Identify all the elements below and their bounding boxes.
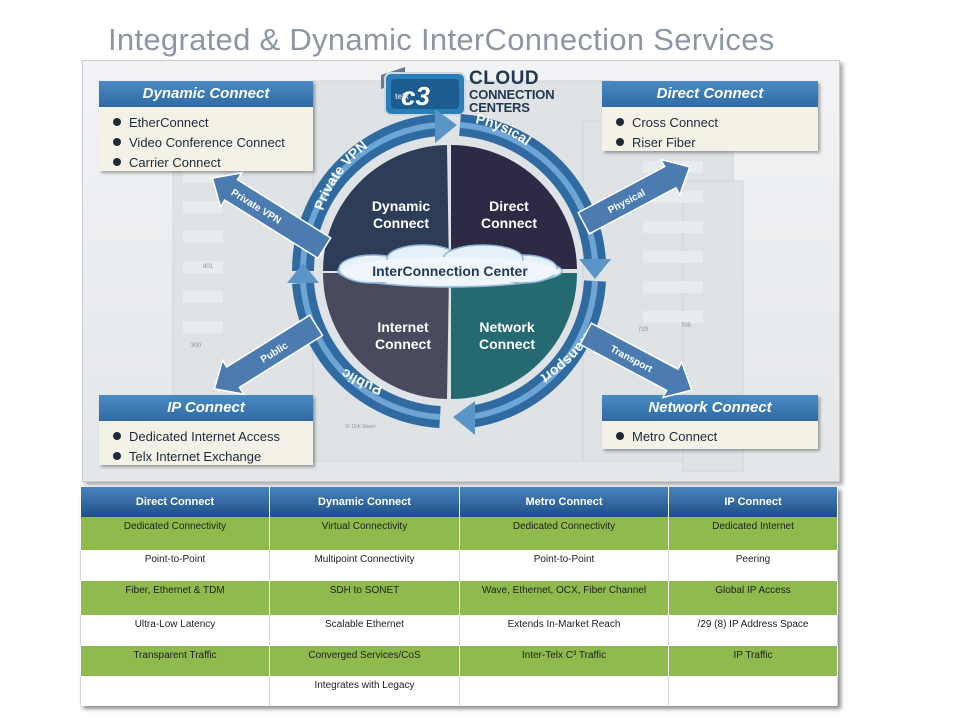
panel-title: Direct Connect [602, 81, 818, 107]
bullet-icon [616, 118, 624, 126]
c3-logo-icon: c3 telx [381, 67, 466, 116]
quadrant-label: Network [479, 319, 534, 335]
table-cell: Fiber, Ethernet & TDM [80, 581, 270, 615]
table-row: Ultra-Low Latency Scalable Ethernet Exte… [80, 615, 838, 646]
panel-title: Dynamic Connect [99, 81, 313, 107]
interconnection-diagram: 801 300 G12 729 705 VI 11th Street c3 te… [82, 60, 840, 482]
column-header: Dynamic Connect [269, 487, 460, 517]
table-header-row: Direct Connect Dynamic Connect Metro Con… [80, 487, 838, 517]
table-cell: SDH to SONET [269, 581, 460, 615]
svg-text:c3: c3 [401, 81, 430, 111]
quadrant-dynamic-connect [323, 145, 449, 271]
building-label: 729 [638, 327, 649, 333]
logo-wordmark: CLOUD CONNECTION CENTERS [469, 68, 555, 115]
ring-arrowhead [453, 401, 475, 435]
arrow-physical: Physical [577, 158, 691, 235]
page-title: Integrated & Dynamic InterConnection Ser… [108, 22, 775, 57]
column-header: Direct Connect [80, 487, 270, 517]
bullet-icon [113, 432, 121, 440]
quadrant-label: Dynamic [372, 198, 431, 214]
table-row: Dedicated Connectivity Virtual Connectiv… [80, 517, 838, 550]
center-label: InterConnection Center [372, 263, 528, 279]
table-row: Fiber, Ethernet & TDM SDH to SONET Wave,… [80, 581, 838, 615]
arrow-transport: Transport [579, 322, 693, 399]
list-item: Riser Fiber [616, 133, 818, 153]
bullet-icon [113, 138, 121, 146]
table-cell [459, 676, 669, 706]
building-label: VI 11th Street [345, 424, 376, 430]
ring-arrowhead [579, 259, 611, 279]
quadrant-label: Connect [373, 215, 429, 231]
list-item: Dedicated Internet Access [113, 427, 313, 447]
table-cell: Dedicated Internet [668, 517, 838, 550]
services-comparison-table: Direct Connect Dynamic Connect Metro Con… [80, 487, 838, 706]
list-item: Cross Connect [616, 113, 818, 133]
table-cell: Extends In-Market Reach [459, 615, 669, 646]
table-cell: Point-to-Point [459, 550, 669, 581]
panel-network-connect: Network Connect Metro Connect [602, 395, 818, 449]
quadrant-label: Direct [489, 198, 529, 214]
panel-title: Network Connect [602, 395, 818, 421]
table-cell: Scalable Ethernet [269, 615, 460, 646]
panel-direct-connect: Direct Connect Cross Connect Riser Fiber [602, 81, 818, 151]
bullet-icon [113, 452, 121, 460]
table-cell: /29 (8) IP Address Space [668, 615, 838, 646]
quadrant-label: Connect [481, 215, 537, 231]
interconnection-wheel: Private VPN Physical Transport Public Dy… [211, 109, 693, 435]
bullet-icon [113, 118, 121, 126]
quadrant-internet-connect [323, 273, 449, 399]
table-cell [668, 676, 838, 706]
bullet-icon [616, 138, 624, 146]
quadrant-direct-connect [451, 145, 577, 269]
panel-ip-connect: IP Connect Dedicated Internet Access Tel… [99, 395, 313, 465]
table-cell: Dedicated Connectivity [80, 517, 270, 550]
bullet-icon [616, 432, 624, 440]
quadrant-label: Connect [375, 336, 431, 352]
table-cell: Ultra-Low Latency [80, 615, 270, 646]
table-cell: Peering [668, 550, 838, 581]
logo-line: CONNECTION [469, 87, 555, 102]
table-cell: Multipoint Connectivity [269, 550, 460, 581]
quadrant-label: Connect [479, 336, 535, 352]
panel-title: IP Connect [99, 395, 313, 421]
table-cell: Point-to-Point [80, 550, 270, 581]
table-cell: Global IP Access [668, 581, 838, 615]
list-item: EtherConnect [113, 113, 313, 133]
quadrant-network-connect [451, 273, 577, 399]
table-cell: Dedicated Connectivity [459, 517, 669, 550]
table-cell: Inter-Telx C³ Traffic [459, 646, 669, 676]
column-header: Metro Connect [459, 487, 669, 517]
table-cell: Converged Services/CoS [269, 646, 460, 676]
table-cell: Integrates with Legacy [269, 676, 460, 706]
table-cell: Virtual Connectivity [269, 517, 460, 550]
list-item: Metro Connect [616, 427, 818, 447]
arrow-public: Public [213, 314, 324, 396]
table-cell: IP Traffic [668, 646, 838, 676]
logo-line: CLOUD [469, 68, 540, 89]
panel-dynamic-connect: Dynamic Connect EtherConnect Video Confe… [99, 81, 313, 171]
building-label: 300 [191, 343, 202, 349]
table-cell: Wave, Ethernet, OCX, Fiber Channel [459, 581, 669, 615]
table-row: Transparent Traffic Converged Services/C… [80, 646, 838, 676]
list-item: Video Conference Connect [113, 133, 313, 153]
list-item: Carrier Connect [113, 153, 313, 173]
column-header: IP Connect [668, 487, 838, 517]
table-cell: Transparent Traffic [80, 646, 270, 676]
ring-arrowhead [435, 109, 457, 143]
building-label: 801 [203, 264, 214, 270]
svg-text:telx: telx [395, 92, 409, 101]
building-label: 705 [681, 323, 692, 329]
list-item: Telx Internet Exchange [113, 447, 313, 467]
ring-arrowhead [287, 263, 319, 283]
table-row: Integrates with Legacy [80, 676, 838, 706]
logo-line: CENTERS [469, 100, 530, 115]
table-row: Point-to-Point Multipoint Connectivity P… [80, 550, 838, 581]
table-cell [80, 676, 270, 706]
bullet-icon [113, 158, 121, 166]
quadrant-label: Internet [377, 319, 429, 335]
